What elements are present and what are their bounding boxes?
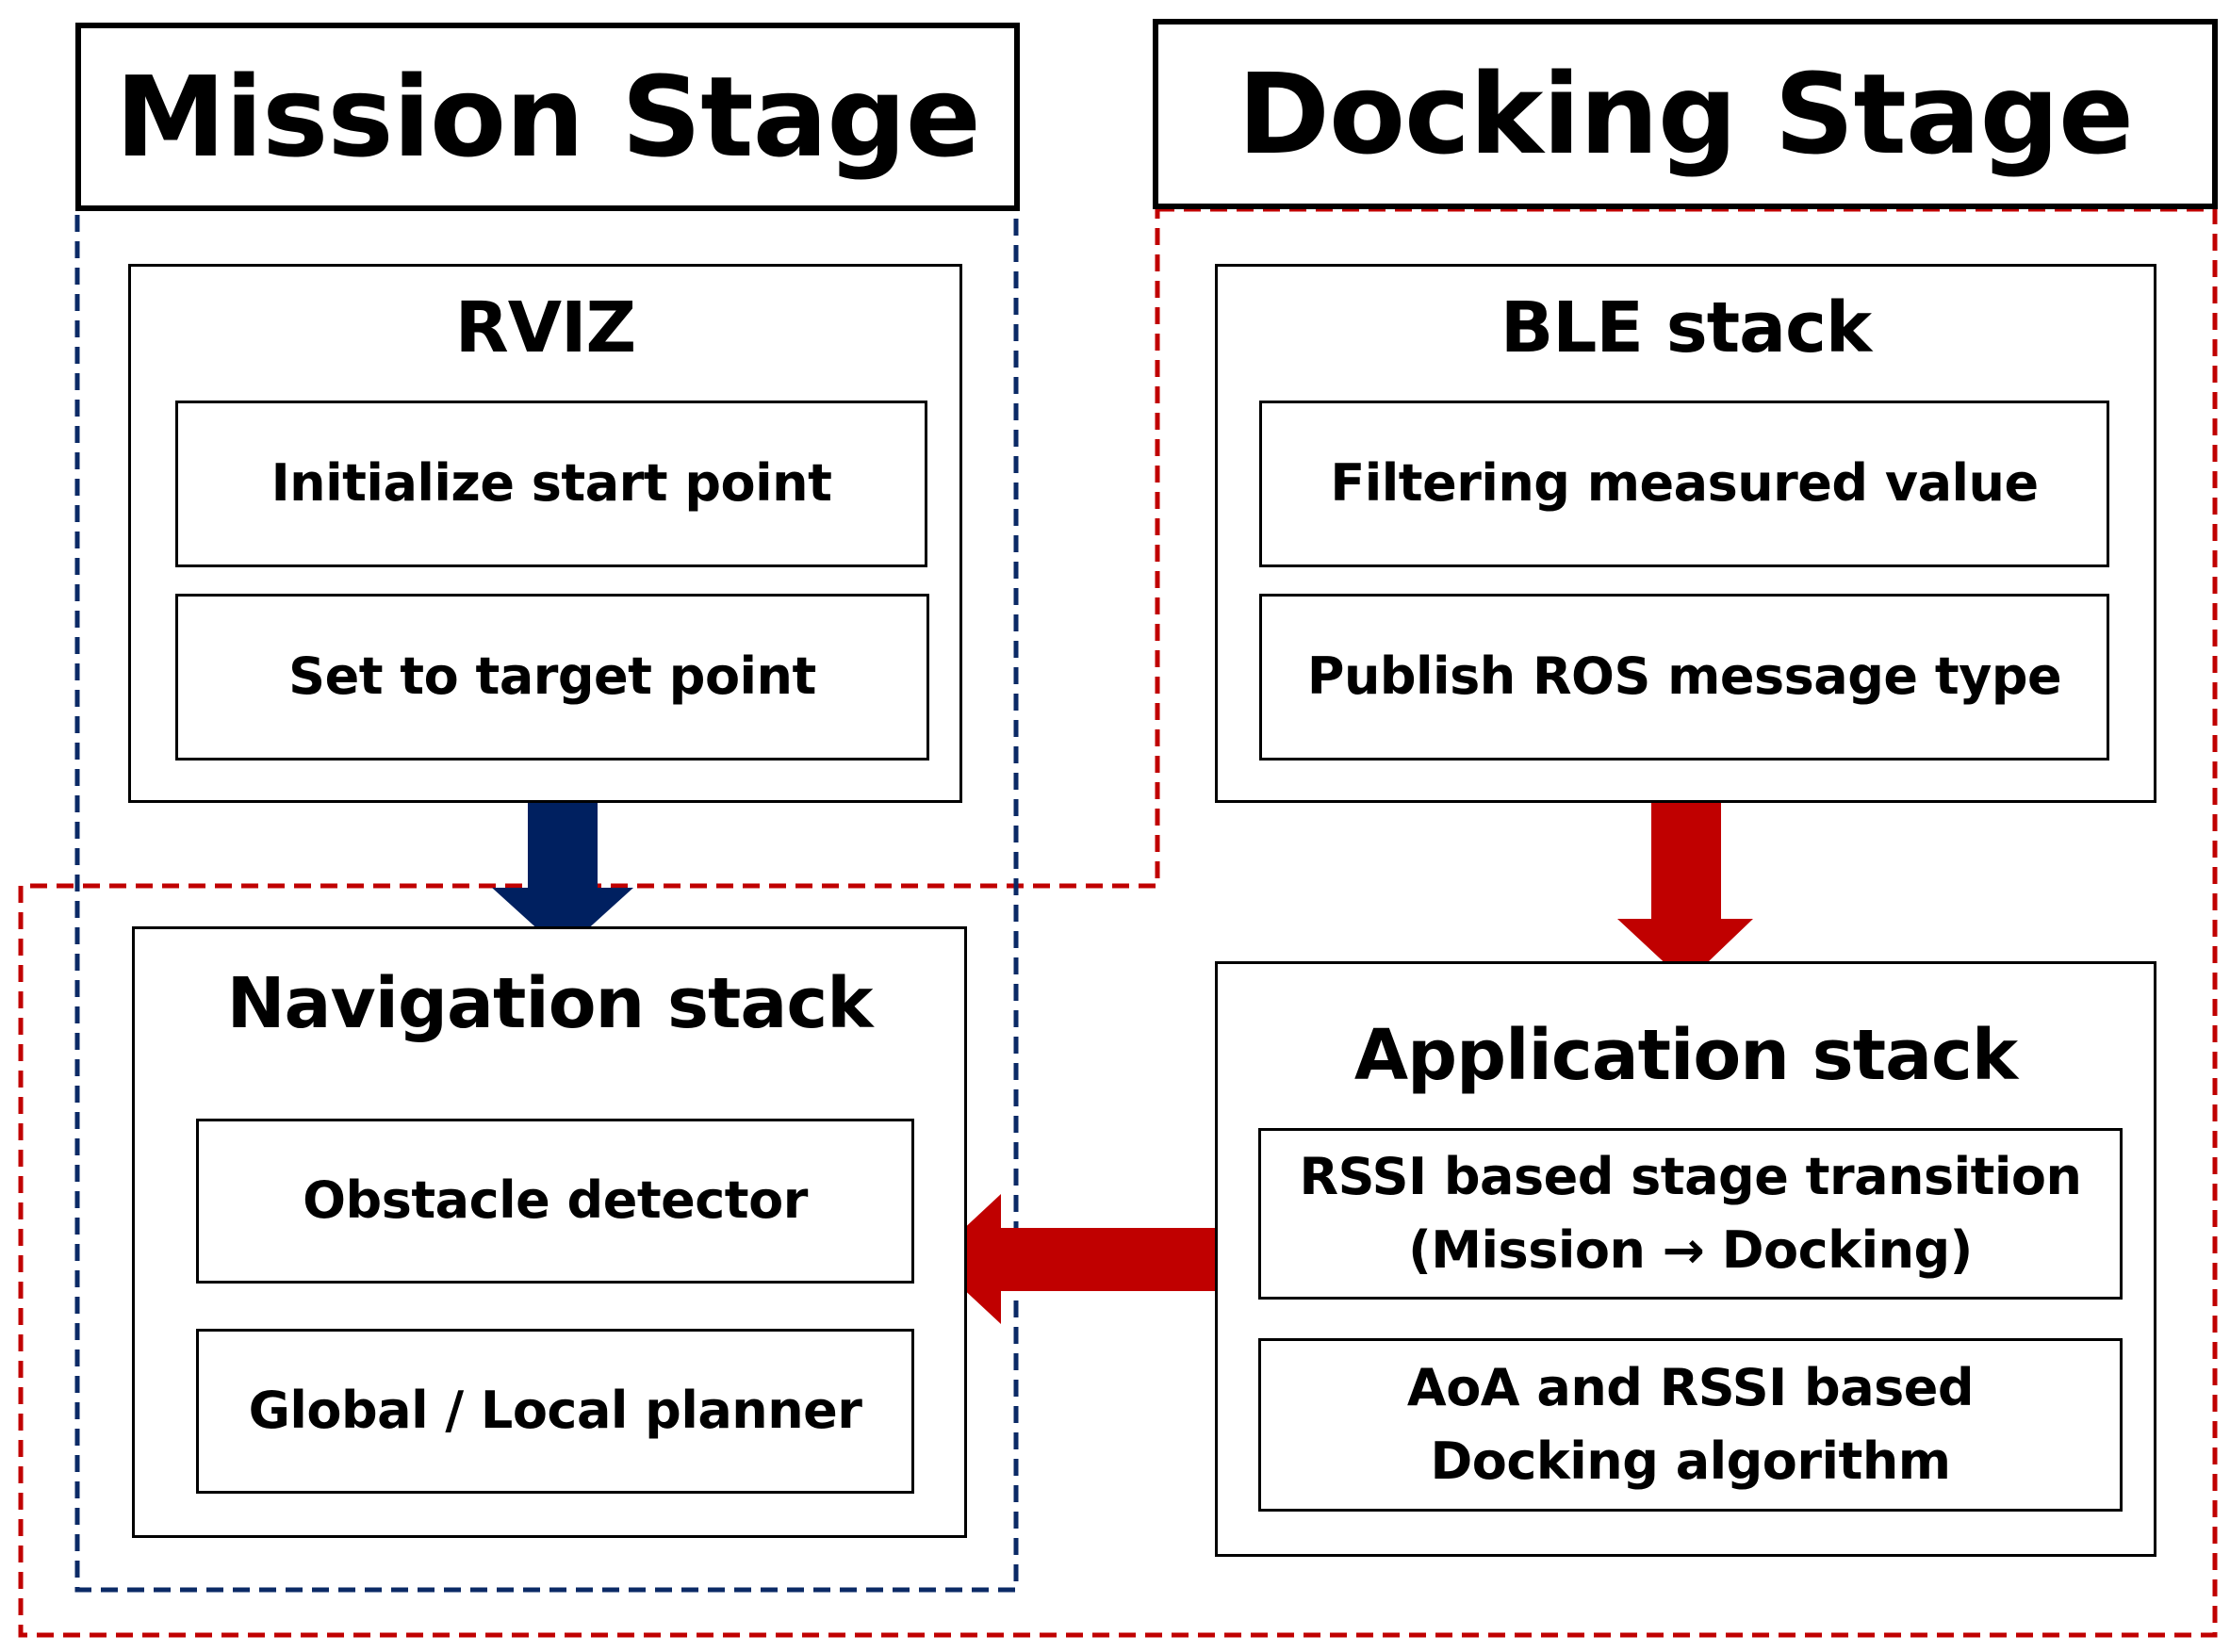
arrow-ble-to-application — [1617, 776, 1753, 983]
docking-stage-region — [18, 206, 2218, 1638]
rviz-item-label: Initialize start point — [271, 453, 832, 514]
ble-stack-title: BLE stack — [1500, 287, 1872, 368]
application-item-line: AoA and RSSI based — [1406, 1357, 1975, 1417]
arrow-rviz-to-navigation — [492, 777, 633, 952]
application-item-line: Docking algorithm — [1430, 1431, 1951, 1491]
docking-stage-title-text: Docking Stage — [1238, 49, 2134, 179]
application-item-line: (Mission → Docking) — [1408, 1220, 1973, 1280]
navigation-stack-title: Navigation stack — [226, 963, 874, 1044]
mission-stage-title-text: Mission Stage — [115, 52, 980, 182]
docking-stage-title: Docking Stage — [1153, 19, 2218, 209]
mission-stage-title: Mission Stage — [75, 23, 1020, 211]
ble-item-publish-ros-message-type: Publish ROS message type — [1259, 594, 2109, 761]
navigation-item-obstacle-detector: Obstacle detector — [196, 1119, 914, 1284]
navigation-item-label: Global / Local planner — [248, 1381, 862, 1441]
rviz-item-initialize-start-point: Initialize start point — [175, 401, 927, 567]
arrow-application-to-navigation — [931, 1194, 1242, 1324]
ble-item-label: Publish ROS message type — [1306, 646, 2062, 707]
navigation-item-label: Obstacle detector — [303, 1170, 808, 1231]
ble-item-filtering-measured-value: Filtering measured value — [1259, 401, 2109, 567]
application-item-rssi-stage-transition: RSSI based stage transition (Mission → D… — [1258, 1128, 2123, 1300]
rviz-item-label: Set to target point — [288, 646, 816, 707]
application-stack-title: Application stack — [1353, 1015, 2018, 1096]
application-item-line: RSSI based stage transition — [1299, 1146, 2082, 1206]
navigation-item-global-local-planner: Global / Local planner — [196, 1329, 914, 1494]
application-item-aoa-rssi-docking-algorithm: AoA and RSSI based Docking algorithm — [1258, 1338, 2123, 1512]
rviz-item-set-to-target-point: Set to target point — [175, 594, 929, 761]
ble-item-label: Filtering measured value — [1330, 453, 2039, 514]
rviz-title: RVIZ — [454, 287, 636, 368]
